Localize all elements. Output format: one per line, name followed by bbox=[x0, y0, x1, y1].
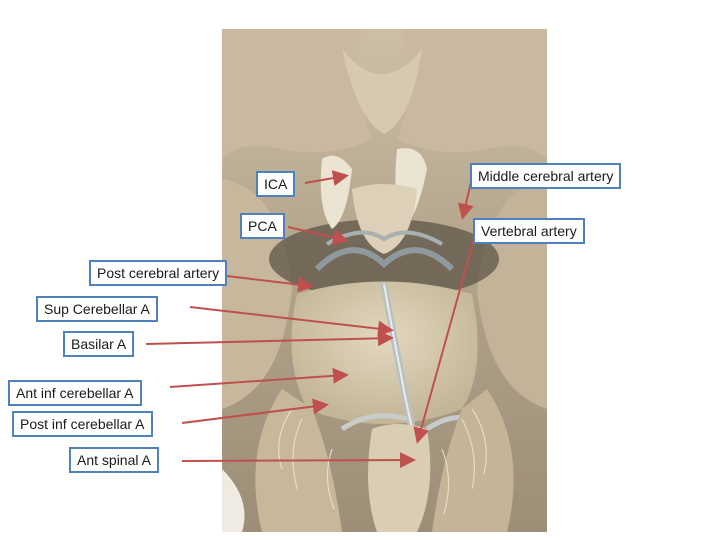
label-middle-cerebral-artery: Middle cerebral artery bbox=[470, 163, 622, 189]
label-basilar-a: Basilar A bbox=[63, 331, 135, 357]
label-post-cerebral-artery: Post cerebral artery bbox=[89, 260, 228, 286]
label-post-inf-cerebellar-a: Post inf cerebellar A bbox=[12, 411, 153, 437]
label-sup-cerebellar-a: Sup Cerebellar A bbox=[36, 296, 158, 322]
label-ant-inf-cerebellar-a: Ant inf cerebellar A bbox=[8, 380, 142, 406]
label-ica: ICA bbox=[256, 171, 296, 197]
brain-dissection-photo bbox=[222, 29, 547, 532]
label-ant-spinal-a: Ant spinal A bbox=[69, 447, 159, 473]
label-vertebral-artery: Vertebral artery bbox=[473, 218, 585, 244]
label-pca: PCA bbox=[240, 213, 285, 239]
